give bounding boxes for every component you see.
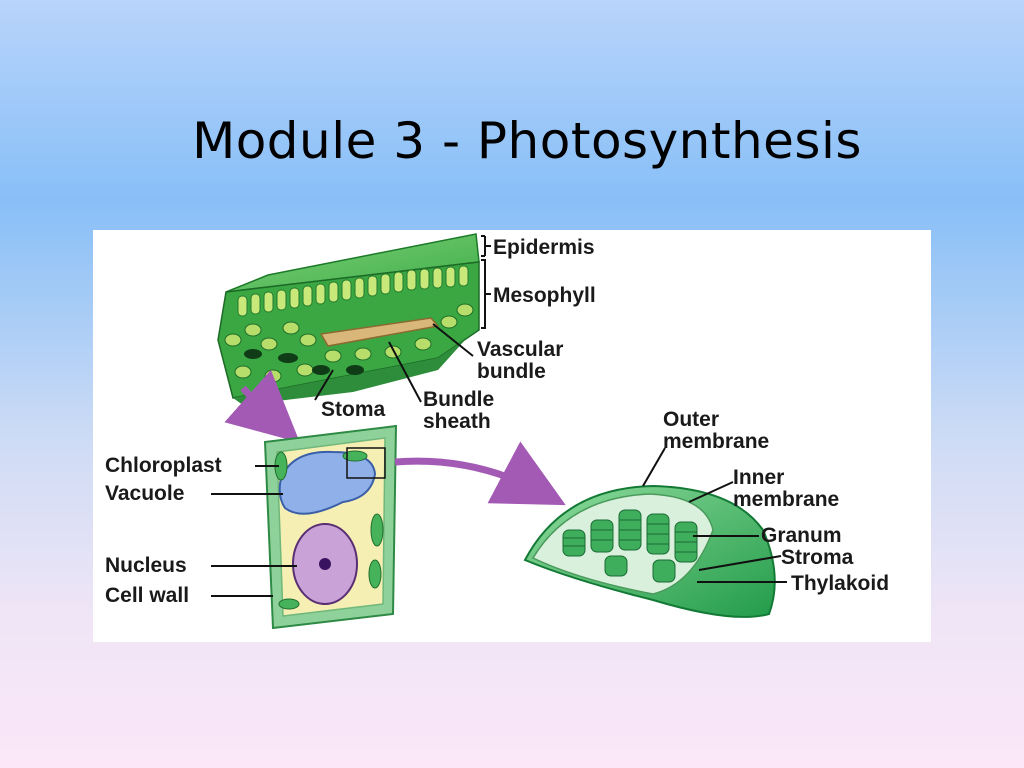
cell-chloroplasts bbox=[274, 450, 384, 610]
label-outer-membrane-1: Outer bbox=[663, 408, 719, 431]
vacuole bbox=[278, 450, 377, 515]
label-bundle-sheath-2: sheath bbox=[423, 410, 491, 433]
air-spaces bbox=[244, 349, 364, 375]
chloroplast-detail: Outer membrane Inner membrane Granum Str… bbox=[523, 408, 889, 618]
diagram-panel: Epidermis Mesophyll Vascular bundle Stom… bbox=[93, 230, 931, 642]
label-bundle-sheath-1: Bundle bbox=[423, 388, 494, 411]
label-thylakoid: Thylakoid bbox=[791, 572, 889, 595]
arrow-leaf-to-cell bbox=[224, 369, 300, 443]
vascular-bundle-leader bbox=[432, 323, 474, 357]
label-chloroplast: Chloroplast bbox=[105, 454, 222, 477]
palisade-cells bbox=[237, 265, 469, 317]
epidermis-bracket bbox=[481, 235, 486, 257]
stroma-leader bbox=[698, 555, 782, 571]
label-vacuole: Vacuole bbox=[105, 482, 184, 505]
label-inner-membrane-1: Inner bbox=[733, 466, 784, 489]
label-inner-membrane-2: membrane bbox=[733, 488, 839, 511]
plant-cell: Chloroplast Vacuole Nucleus Cell wall bbox=[105, 424, 398, 630]
label-vascular-bundle-1: Vascular bbox=[477, 338, 563, 361]
arrow-cell-to-chloroplast bbox=[394, 441, 566, 506]
stoma-leader bbox=[314, 369, 334, 401]
zoom-box bbox=[346, 447, 386, 479]
label-granum: Granum bbox=[761, 524, 842, 547]
slide-title: Module 3 - Photosynthesis bbox=[192, 112, 862, 170]
label-outer-membrane-2: membrane bbox=[663, 430, 769, 453]
label-mesophyll: Mesophyll bbox=[493, 284, 596, 307]
label-cell-wall: Cell wall bbox=[105, 584, 189, 607]
label-stroma: Stroma bbox=[781, 546, 854, 569]
mesophyll-bracket bbox=[481, 259, 486, 329]
label-vascular-bundle-2: bundle bbox=[477, 360, 546, 383]
label-stoma: Stoma bbox=[321, 398, 386, 421]
outer-membrane-leader bbox=[642, 447, 666, 487]
photosynthesis-diagram: Epidermis Mesophyll Vascular bundle Stom… bbox=[105, 233, 889, 630]
bundle-sheath-leader bbox=[388, 341, 422, 403]
vascular-bundle bbox=[319, 317, 440, 347]
label-epidermis: Epidermis bbox=[493, 236, 595, 259]
inner-membrane-leader bbox=[688, 481, 734, 503]
label-nucleus: Nucleus bbox=[105, 554, 187, 577]
thylakoid-lines bbox=[563, 519, 697, 553]
nucleolus bbox=[319, 558, 331, 570]
leaf-cross-section: Epidermis Mesophyll Vascular bundle Stom… bbox=[217, 233, 596, 433]
